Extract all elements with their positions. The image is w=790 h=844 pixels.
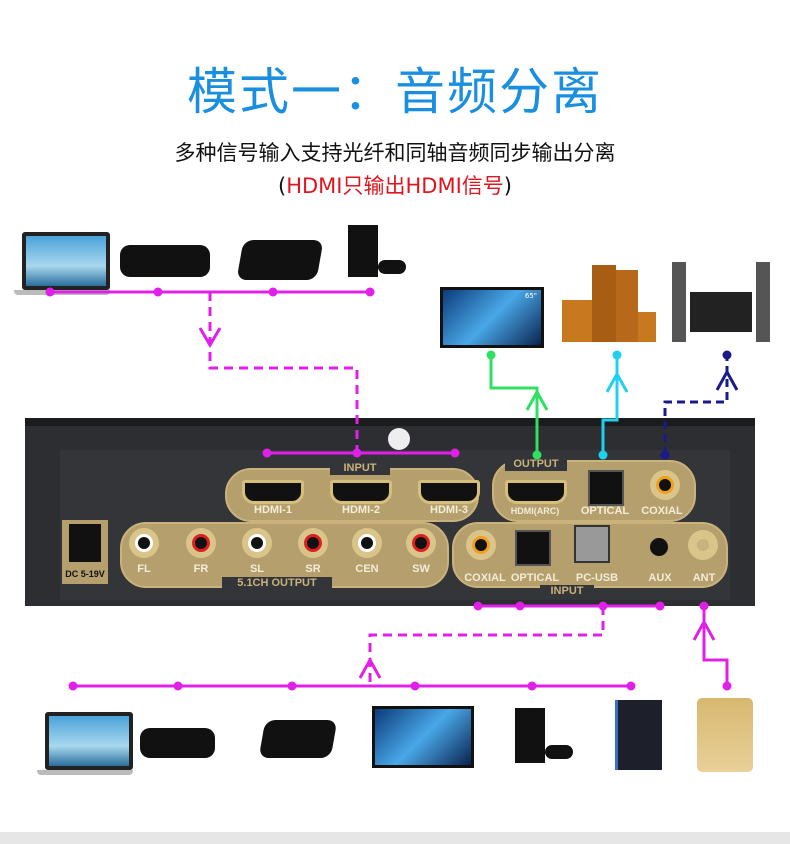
speaker-icon [672, 262, 686, 342]
port-label: FL [137, 563, 151, 575]
power-port-frame [62, 520, 108, 584]
sticker-icon [388, 428, 410, 450]
speaker-icon [562, 300, 592, 342]
port-label: HDMI(ARC) [510, 506, 560, 516]
arrow-up-icon [358, 656, 382, 679]
port-label: ANT [692, 572, 716, 584]
hdmi-arc-line [489, 355, 539, 455]
arrow-down-icon [198, 327, 222, 348]
port-label: COXIAL [641, 505, 683, 517]
port-label: COXIAL [464, 572, 506, 584]
power-label: DC 5-19V [65, 569, 105, 579]
port-label: CEN [355, 563, 379, 575]
game-console-icon [348, 225, 378, 277]
note-paren: ( [278, 174, 287, 198]
hdmi-arc-port [505, 480, 567, 504]
input-to-sources-line [368, 606, 605, 686]
port-label: HDMI-2 [342, 504, 380, 516]
note: (HDMI只输出HDMI信号) [0, 170, 790, 200]
speaker-icon [756, 262, 770, 342]
arrow-up-icon [692, 618, 716, 641]
gamepad-icon [545, 745, 573, 759]
coaxial-port [466, 530, 496, 560]
optical-port [588, 470, 624, 506]
tv-badge: 65" [524, 292, 537, 300]
antenna-port [688, 530, 718, 560]
antenna-line [702, 606, 729, 686]
rca-port [352, 528, 382, 558]
optical-line [601, 355, 619, 455]
hdmi-port [418, 480, 480, 504]
laptop-icon [14, 232, 110, 295]
port-label: FR [193, 563, 209, 575]
group-label: INPUT [330, 462, 390, 475]
speaker-icon [592, 265, 616, 342]
speaker-icon [638, 312, 656, 342]
arrow-up-icon [525, 388, 549, 411]
rca-port [406, 528, 436, 558]
hdmi-port [242, 480, 304, 504]
group-label: 5.1CH OUTPUT [222, 577, 332, 590]
speaker-icon [616, 270, 638, 342]
aux-port [650, 538, 668, 556]
port-label: PC-USB [575, 572, 619, 584]
note-paren: ) [503, 174, 512, 198]
port-label: AUX [648, 572, 672, 584]
arrow-up-icon [715, 368, 739, 391]
laptop-icon [37, 712, 133, 775]
tv-box-icon [120, 245, 210, 277]
coaxial-port [650, 470, 680, 500]
pc-tower-icon [615, 700, 662, 770]
rca-port [242, 528, 272, 558]
source-to-input-line [208, 292, 359, 453]
rca-port [298, 528, 328, 558]
port-label: HDMI-1 [254, 504, 292, 516]
tv-icon: 65" [440, 287, 544, 348]
home-theater-icon [690, 292, 752, 332]
port-label: SR [305, 563, 321, 575]
group-label: INPUT [540, 585, 594, 598]
optical-port [515, 530, 551, 566]
tv-box-icon [140, 728, 215, 758]
arrow-up-icon [605, 370, 629, 393]
port-label: HDMI-3 [430, 504, 468, 516]
port-label: OPTICAL [510, 572, 560, 584]
footer-bar [0, 832, 790, 844]
port-label: SW [412, 563, 430, 575]
gamepad-icon [378, 260, 406, 274]
game-console-icon [515, 708, 545, 763]
rca-port [186, 528, 216, 558]
group-label: OUTPUT [505, 458, 567, 471]
port-label: OPTICAL [580, 505, 630, 517]
tv-icon [372, 706, 474, 768]
coaxial-line [663, 355, 729, 455]
subtitle: 多种信号输入支持光纤和同轴音频同步输出分离 [174, 141, 616, 165]
usb-port [574, 525, 610, 563]
note-text: HDMI只输出HDMI信号 [286, 174, 504, 198]
hdmi-port [330, 480, 392, 504]
page-title: 模式一：音频分离 [187, 63, 603, 121]
smartphone-icon [697, 698, 753, 772]
port-label: SL [249, 563, 265, 575]
rca-port [129, 528, 159, 558]
